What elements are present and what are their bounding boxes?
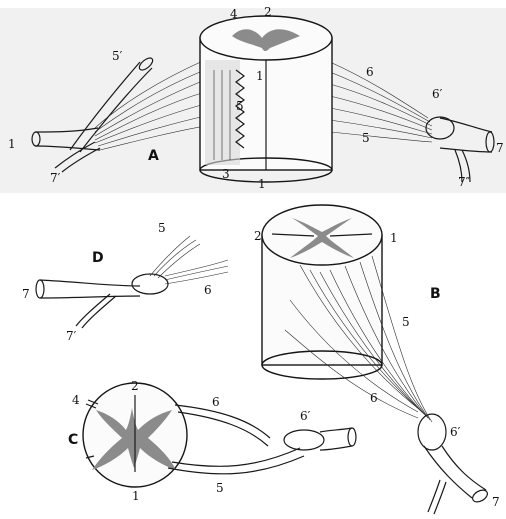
figure-c: 2 4 6 6′ C 5 1 — [68, 379, 356, 503]
figure-a-label-6: 6 — [366, 65, 374, 79]
figure-c-label-6-prime: 6′ — [300, 409, 311, 423]
figure-d: D 5 6 7 7′ — [22, 221, 228, 343]
figure-a-label-1-bottom: 1 — [258, 177, 266, 191]
figure-c-label-6: 6 — [212, 395, 220, 409]
figure-a-label-1-top: 1 — [256, 69, 264, 83]
figure-a-label-6-prime: 6′ — [432, 87, 443, 101]
figure-a-label-5: 5 — [236, 99, 244, 113]
figure-b-label-5: 5 — [402, 315, 410, 329]
figure-c-label-5: 5 — [216, 481, 224, 495]
figure-a-letter: A — [148, 148, 159, 164]
figure-a-label-7-double-prime: 7″ — [458, 175, 471, 189]
figure-d-letter: D — [92, 250, 104, 266]
figure-a-label-1-left: 1 — [8, 137, 16, 151]
figure-a-label-5-prime: 5′ — [112, 49, 123, 63]
figure-b-letter: B — [430, 286, 441, 302]
figure-c-letter: C — [68, 432, 78, 448]
figure-c-label-2: 2 — [131, 379, 139, 393]
figure-a-cord — [200, 16, 332, 182]
figure-a-label-7: 7 — [496, 141, 504, 155]
figure-b-label-7: 7 — [492, 495, 500, 509]
figure-a-label-7-prime: 7′ — [50, 171, 61, 185]
figure-b-label-2: 2 — [254, 229, 262, 243]
figure-c-label-4: 4 — [72, 393, 80, 407]
figure-d-label-5: 5 — [158, 221, 166, 235]
figure-b: 2 1 B 5 6 6′ 7 — [254, 205, 500, 514]
figure-b-label-6-prime: 6′ — [450, 425, 461, 439]
figure-c-label-1: 1 — [132, 489, 140, 503]
figure-d-label-6: 6 — [204, 283, 212, 297]
figure-b-label-1: 1 — [390, 231, 398, 245]
figure-d-label-7: 7 — [22, 287, 30, 301]
figure-a-label-4: 4 — [230, 7, 238, 21]
figure-a-label-3: 3 — [222, 167, 230, 181]
figure-b-label-6: 6 — [370, 391, 378, 405]
figure-d-label-7-prime: 7′ — [66, 329, 77, 343]
figure-a-label-2: 2 — [264, 5, 272, 19]
figure-a-label-5-right: 5 — [362, 131, 370, 145]
